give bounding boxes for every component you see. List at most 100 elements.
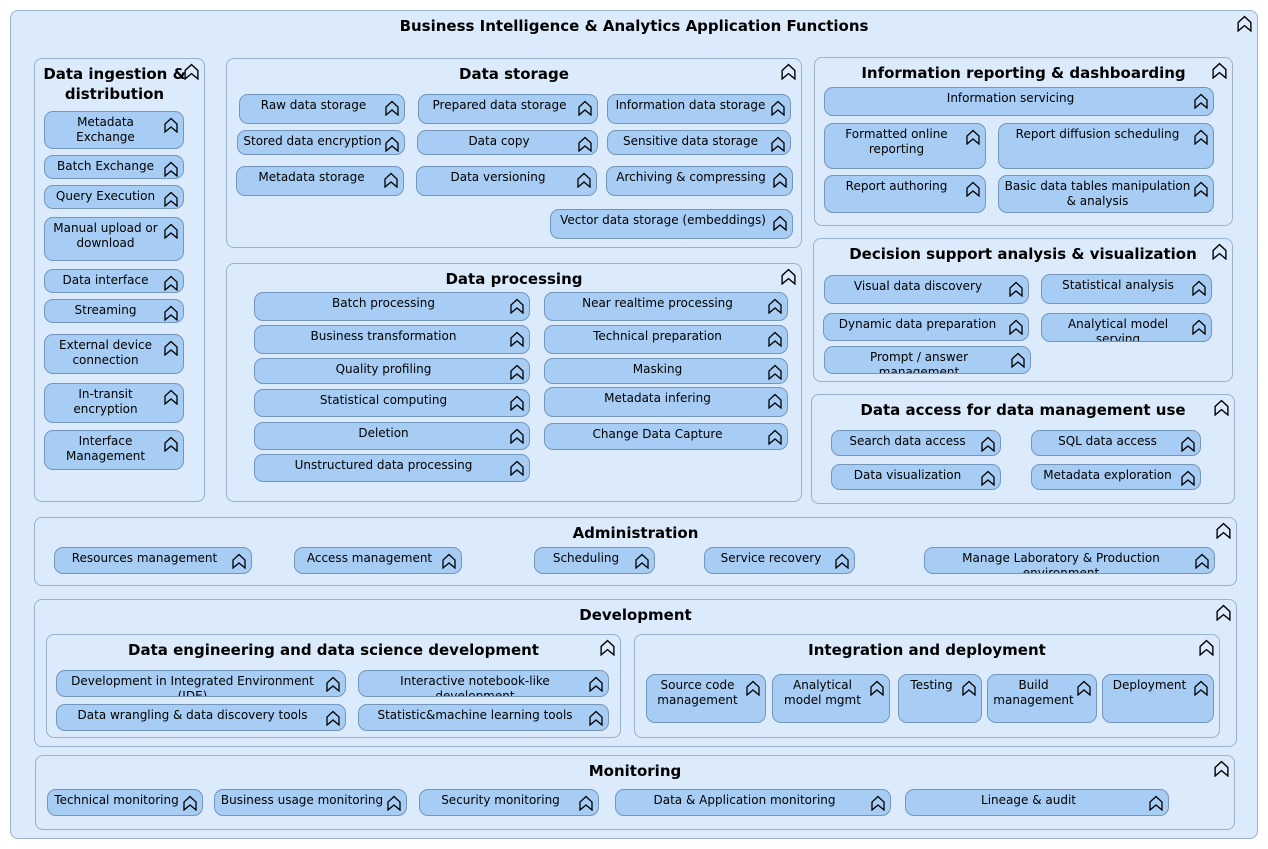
function-label: Analytical model serving [1067, 317, 1169, 342]
group-title: Development [579, 606, 692, 624]
function-statistical-analysis[interactable]: Statistical analysis [1041, 274, 1212, 304]
function-label: Manage Laboratory & Production environme… [962, 551, 1160, 574]
function-vector-data-storage[interactable]: Vector data storage (embeddings) [550, 209, 793, 239]
function-icon [1008, 281, 1024, 297]
function-icon [1193, 93, 1209, 109]
function-service-recovery[interactable]: Service recovery [704, 547, 855, 574]
function-testing[interactable]: Testing [898, 674, 982, 723]
function-label: Metadata infering [604, 391, 711, 405]
group-title: Data storage [459, 65, 569, 83]
function-icon [1211, 62, 1228, 79]
function-metadata-storage[interactable]: Metadata storage [236, 166, 404, 196]
group-title: Data engineering and data science develo… [128, 641, 539, 659]
function-metadata-exploration[interactable]: Metadata exploration [1031, 464, 1201, 490]
function-icon [163, 275, 179, 291]
function-label: Query Execution [55, 189, 156, 203]
function-icon [980, 436, 996, 452]
function-icon [1076, 680, 1092, 696]
function-change-data-capture[interactable]: Change Data Capture [544, 423, 788, 450]
function-data-wrangling-tools[interactable]: Data wrangling & data discovery tools [56, 704, 346, 731]
function-icon [384, 100, 400, 116]
function-label: Technical preparation [593, 329, 722, 343]
function-manage-lab-production[interactable]: Manage Laboratory & Production environme… [924, 547, 1215, 574]
function-stored-data-encryption[interactable]: Stored data encryption [237, 130, 405, 155]
function-label: Raw data storage [260, 98, 367, 112]
function-label: Build management [993, 678, 1074, 707]
function-report-diffusion-scheduling[interactable]: Report diffusion scheduling [998, 123, 1214, 169]
function-security-monitoring[interactable]: Security monitoring [419, 789, 599, 816]
function-icon [1010, 352, 1026, 368]
function-label: Statistic&machine learning tools [377, 708, 573, 722]
function-search-data-access[interactable]: Search data access [831, 430, 1001, 456]
function-label: External device connection [58, 338, 153, 367]
function-ide-development[interactable]: Development in Integrated Environment (I… [56, 670, 346, 697]
function-data-visualization[interactable]: Data visualization [831, 464, 1001, 490]
function-deployment[interactable]: Deployment [1102, 674, 1214, 723]
function-resources-management[interactable]: Resources management [54, 547, 252, 574]
function-label: Report authoring [845, 179, 948, 193]
function-visual-data-discovery[interactable]: Visual data discovery [824, 275, 1029, 304]
function-source-code-management[interactable]: Source code management [646, 674, 766, 723]
function-icon [1193, 680, 1209, 696]
function-label: SQL data access [1058, 434, 1157, 448]
function-basic-data-tables[interactable]: Basic data tables manipulation & analysi… [998, 175, 1214, 213]
function-dynamic-data-preparation[interactable]: Dynamic data preparation [823, 313, 1029, 341]
function-analytical-model-mgmt[interactable]: Analytical model mgmt [772, 674, 890, 723]
function-data-copy[interactable]: Data copy [417, 130, 598, 155]
function-batch-processing[interactable]: Batch processing [254, 292, 530, 321]
function-icon [383, 172, 399, 188]
function-icon [772, 172, 788, 188]
function-icon [1236, 15, 1253, 32]
function-information-data-storage[interactable]: Information data storage [607, 94, 791, 124]
function-metadata-exchange[interactable]: Metadata Exchange [44, 111, 184, 149]
function-label: Formatted online reporting [845, 127, 948, 156]
function-data-application-monitoring[interactable]: Data & Application monitoring [615, 789, 891, 816]
function-icon [1193, 181, 1209, 197]
function-business-usage-monitoring[interactable]: Business usage monitoring [214, 789, 407, 816]
function-interface-management[interactable]: Interface Management [44, 430, 184, 470]
function-manual-upload[interactable]: Manual upload or download [44, 217, 184, 261]
function-unstructured-data-processing[interactable]: Unstructured data processing [254, 454, 530, 482]
function-in-transit-encryption[interactable]: In-transit encryption [44, 383, 184, 423]
function-technical-preparation[interactable]: Technical preparation [544, 325, 788, 354]
function-sql-data-access[interactable]: SQL data access [1031, 430, 1201, 456]
function-report-authoring[interactable]: Report authoring [824, 175, 986, 213]
function-archiving-compressing[interactable]: Archiving & compressing [606, 166, 793, 196]
function-icon [386, 795, 402, 811]
function-icon [1180, 436, 1196, 452]
function-prompt-answer-management[interactable]: Prompt / answer management [824, 346, 1031, 374]
function-analytical-model-serving[interactable]: Analytical model serving [1041, 313, 1212, 342]
function-near-realtime-processing[interactable]: Near realtime processing [544, 292, 788, 321]
function-data-versioning[interactable]: Data versioning [416, 166, 597, 196]
function-icon [1215, 522, 1232, 539]
function-statistic-ml-tools[interactable]: Statistic&machine learning tools [358, 704, 609, 731]
function-streaming[interactable]: Streaming [44, 299, 184, 323]
function-label: Scheduling [552, 551, 620, 565]
function-metadata-infering[interactable]: Metadata infering [544, 387, 788, 417]
function-formatted-online-reporting[interactable]: Formatted online reporting [824, 123, 986, 169]
function-label: Metadata exploration [1043, 468, 1172, 482]
function-icon [770, 136, 786, 152]
function-label: Data versioning [450, 170, 546, 184]
function-lineage-audit[interactable]: Lineage & audit [905, 789, 1169, 816]
function-build-management[interactable]: Build management [987, 674, 1097, 723]
function-data-interface[interactable]: Data interface [44, 269, 184, 293]
function-technical-monitoring[interactable]: Technical monitoring [47, 789, 203, 816]
function-statistical-computing[interactable]: Statistical computing [254, 389, 530, 417]
function-deletion[interactable]: Deletion [254, 422, 530, 450]
function-notebook-development[interactable]: Interactive notebook-like development [358, 670, 609, 697]
function-prepared-data-storage[interactable]: Prepared data storage [418, 94, 598, 124]
function-external-device[interactable]: External device connection [44, 334, 184, 374]
function-raw-data-storage[interactable]: Raw data storage [239, 94, 405, 124]
function-access-management[interactable]: Access management [294, 547, 462, 574]
function-batch-exchange[interactable]: Batch Exchange [44, 155, 184, 179]
function-label: Near realtime processing [582, 296, 733, 310]
function-masking[interactable]: Masking [544, 358, 788, 384]
function-quality-profiling[interactable]: Quality profiling [254, 358, 530, 384]
function-query-execution[interactable]: Query Execution [44, 185, 184, 209]
function-business-transformation[interactable]: Business transformation [254, 325, 530, 354]
function-information-servicing[interactable]: Information servicing [824, 87, 1214, 116]
function-scheduling[interactable]: Scheduling [534, 547, 655, 574]
function-label: Change Data Capture [592, 427, 723, 441]
function-sensitive-data-storage[interactable]: Sensitive data storage [607, 130, 791, 155]
